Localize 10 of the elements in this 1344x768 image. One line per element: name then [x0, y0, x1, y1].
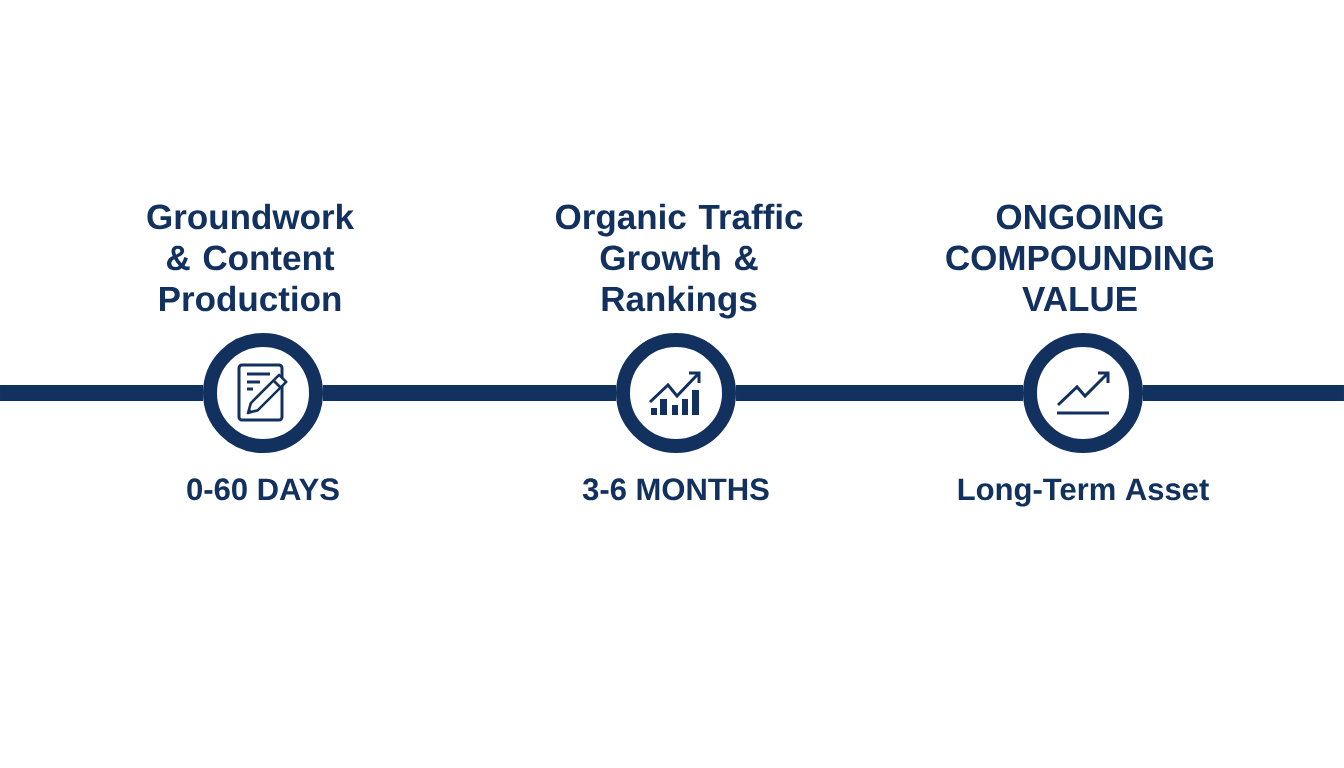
duration-label: 3-6 MONTHS	[582, 478, 769, 501]
timeline-line	[736, 385, 1023, 401]
timeline-line	[0, 385, 203, 401]
stage-heading: Organic Traffic Growth & Rankings	[555, 203, 803, 319]
stage-heading: ONGOING COMPOUNDING VALUE	[946, 204, 1213, 312]
duration-label: 0-60 DAYS	[187, 478, 339, 501]
stage-heading: Groundwork & Content Production	[147, 203, 355, 312]
duration-label: Long-Term Asset	[958, 478, 1209, 507]
timeline-line	[323, 385, 616, 401]
timeline-line	[1143, 385, 1344, 401]
